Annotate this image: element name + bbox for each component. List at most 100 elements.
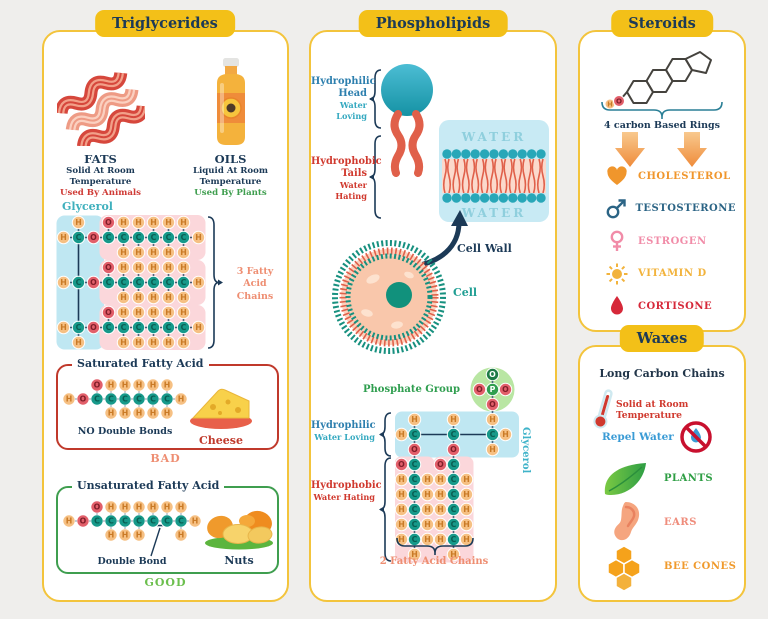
svg-text:H: H (398, 475, 405, 484)
svg-text:H: H (180, 263, 187, 272)
svg-text:WATER: WATER (461, 130, 526, 144)
thermometer-icon (593, 389, 613, 429)
svg-text:H: H (178, 531, 185, 540)
svg-text:H: H (136, 503, 143, 512)
oils-line2: Temperature (199, 177, 262, 188)
fats-name: FATS (84, 152, 117, 166)
unsaturated-verdict: GOOD (144, 576, 187, 589)
svg-text:C: C (451, 505, 457, 514)
svg-text:H: H (164, 409, 171, 418)
svg-text:H: H (108, 503, 115, 512)
svg-text:H: H (165, 293, 172, 302)
panel-title-waxes: Waxes (619, 325, 705, 352)
svg-text:H: H (108, 381, 115, 390)
svg-text:H: H (150, 248, 157, 257)
svg-text:O: O (94, 503, 101, 512)
svg-text:H: H (424, 520, 431, 529)
oils-line1: Liquid At Room (192, 166, 268, 176)
svg-text:H: H (411, 415, 418, 424)
svg-text:O: O (80, 395, 87, 404)
svg-text:H: H (437, 520, 444, 529)
svg-text:C: C (106, 233, 112, 242)
svg-text:H: H (135, 293, 142, 302)
svg-text:H: H (150, 293, 157, 302)
svg-text:H: H (150, 263, 157, 272)
svg-text:H: H (122, 381, 129, 390)
svg-text:C: C (412, 535, 418, 544)
svg-text:O: O (437, 460, 444, 469)
svg-text:C: C (412, 475, 418, 484)
svg-text:H: H (489, 415, 496, 424)
svg-text:O: O (489, 400, 496, 409)
hydrophobic-tails-label: Hydrophobic Tails Water Hating (311, 156, 382, 201)
steroid-item-label: TESTOSTERONE (635, 203, 736, 215)
svg-text:C: C (166, 323, 172, 332)
svg-text:C: C (108, 395, 114, 404)
cell-icon (332, 240, 446, 354)
nuts-icon (205, 510, 273, 550)
svg-text:H: H (150, 308, 157, 317)
leaf-icon (602, 461, 648, 501)
glycerol-label: Glycerol (62, 200, 113, 213)
svg-text:H: H (150, 218, 157, 227)
svg-text:H: H (192, 517, 199, 526)
two-fatty-acid-chains-label: 2 Fatty Acid Chains (379, 556, 489, 567)
fats-block: FATS Solid At Room Temperature Used By A… (49, 54, 153, 200)
svg-text:C: C (164, 395, 170, 404)
svg-text:C: C (181, 278, 187, 287)
steroid-item-label: ESTROGEN (638, 235, 707, 247)
svg-text:H: H (178, 395, 185, 404)
svg-text:H: H (180, 338, 187, 347)
svg-text:C: C (412, 490, 418, 499)
svg-text:H: H (60, 233, 67, 242)
honeycomb-icon (607, 545, 641, 592)
svg-text:H: H (66, 517, 73, 526)
fats-line3: Used By Animals (60, 188, 141, 199)
heart-icon (604, 166, 630, 186)
svg-text:C: C (136, 517, 142, 526)
ear-icon (614, 502, 640, 541)
svg-text:O: O (105, 263, 112, 272)
head-brace-icon (369, 69, 382, 129)
tails-brace-icon (369, 135, 382, 219)
cheese-label: Cheese (199, 434, 243, 447)
svg-text:C: C (166, 278, 172, 287)
svg-text:O: O (450, 445, 457, 454)
panel-title-steroids: Steroids (611, 10, 713, 37)
female-icon (610, 230, 624, 252)
svg-text:O: O (80, 517, 87, 526)
svg-text:O: O (489, 370, 496, 379)
sun-icon (606, 263, 628, 285)
svg-text:C: C (136, 233, 142, 242)
svg-text:H: H (135, 248, 142, 257)
nuts-label: Nuts (224, 554, 254, 567)
leaf-icon (604, 463, 646, 495)
sun-icon (604, 263, 630, 285)
wax-item-label: PLANTS (664, 473, 714, 484)
saturated-note: NO Double Bonds (77, 426, 173, 437)
phosphate-group-label: Phosphate Group (363, 384, 461, 395)
heart-icon (607, 166, 627, 186)
fatty-acid-chains-label: 3 Fatty Acid Chains (236, 265, 274, 302)
svg-text:Glycerol: Glycerol (520, 427, 531, 474)
svg-text:C: C (122, 517, 128, 526)
svg-text:C: C (136, 395, 142, 404)
svg-text:O: O (502, 385, 509, 394)
svg-text:H: H (120, 338, 127, 347)
fats-line1: Solid At Room (66, 166, 135, 176)
hydrophilic-brace-icon (379, 412, 392, 457)
svg-text:H: H (195, 278, 202, 287)
svg-text:H: H (136, 381, 143, 390)
svg-text:H: H (463, 475, 470, 484)
svg-text:C: C (178, 517, 184, 526)
svg-text:H: H (437, 535, 444, 544)
svg-text:H: H (164, 503, 171, 512)
down-arrow-icon (677, 132, 707, 167)
svg-text:C: C (106, 323, 112, 332)
svg-text:C: C (76, 278, 82, 287)
svg-text:H: H (165, 308, 172, 317)
